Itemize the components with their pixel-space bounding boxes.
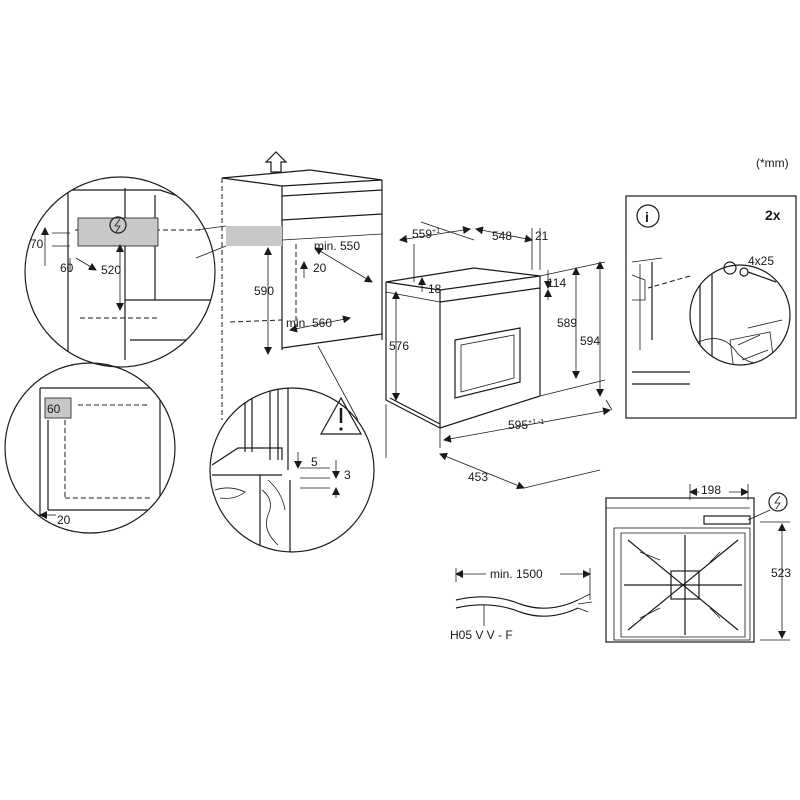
oven-door-window [454,327,521,399]
dim-60-bottom: 60 [47,402,61,416]
dim-594: 594 [580,334,600,348]
dim-595: 595+1 -1 [508,418,544,432]
dim-114: 114 [547,276,566,290]
vent-opening-area [45,398,71,418]
dim-453: 453 [468,470,488,484]
electric-hazard-icon [109,216,127,234]
dim-18: 18 [428,282,442,296]
niche-top-detail: 70 60 520 [24,176,216,368]
dim-5: 5 [311,455,318,469]
dim-520: 520 [101,263,121,277]
dim-3: 3 [344,468,351,482]
dim-min-560: min. 560 [286,316,332,330]
warning-icon [319,396,363,435]
cable-type: H05 V V - F [450,628,513,642]
quantity-label: 2x [765,207,781,223]
dim-590: 590 [254,284,274,298]
dim-589: 589 [557,316,577,330]
dim-70: 70 [30,237,44,251]
dim-21: 21 [535,229,549,243]
dim-min-550: min. 550 [314,239,360,253]
dim-576: 576 [389,339,409,353]
cable-length: min. 1500 [490,567,543,581]
rear-view: 198 523 [605,482,791,643]
ventilation-arrow-icon [264,151,288,173]
info-symbol: i [645,209,649,225]
mounting-panel: i 2x 4x25 [625,195,797,419]
dim-523: 523 [771,566,791,580]
info-icon [636,204,660,228]
dim-60: 60 [60,261,74,275]
mounting-detail: 5 3 [209,345,375,553]
cable-opening-area [78,218,158,246]
power-cable: min. 1500 H05 V V - F [450,566,593,642]
dim-198: 198 [701,483,721,497]
dim-20-bottom: 20 [57,513,71,527]
dim-548: 548 [492,229,512,243]
dim-559: 559+1 [412,227,440,241]
oven-view: 559+1 548 21 18 114 576 589 594 595+1 -1… [385,221,613,490]
electric-connection-icon [768,492,788,512]
screw-size: 4x25 [748,254,774,268]
top-opening-area [226,226,282,246]
dim-20-cabinet: 20 [313,261,327,275]
cabinet-view: 590 min. 550 20 min. 560 [221,151,383,420]
niche-bottom-detail: 60 20 [4,362,176,534]
units-note: (*mm) [756,156,789,170]
